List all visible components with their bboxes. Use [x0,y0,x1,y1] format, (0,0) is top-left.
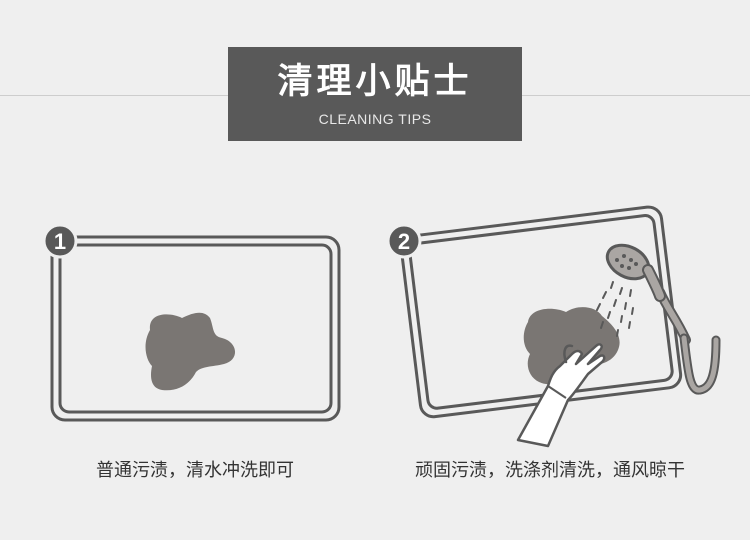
shower-head-icon [605,243,691,345]
title-banner: 清理小贴士 CLEANING TIPS [228,47,522,141]
step-2-badge: 2 [386,223,422,259]
stain-1 [145,312,236,391]
cutting-board-1 [50,235,341,422]
step-1-caption: 普通污渍，清水冲洗即可 [96,460,294,481]
step-2-illustration: 2 [386,205,721,448]
step-2-caption: 顽固污渍，洗涤剂清洗，通风晾干 [415,460,685,481]
step-1-number: 1 [54,229,66,254]
cutting-board-1-inner [58,243,333,414]
page-title: 清理小贴士 [277,62,473,102]
shower-hose [679,333,721,395]
hand-icon [516,343,606,448]
step-1-badge: 1 [42,223,78,259]
page-subtitle: CLEANING TIPS [318,111,432,127]
step-2-number: 2 [398,229,410,254]
water-drops [596,281,634,337]
step-1-illustration: 1 [42,223,341,422]
